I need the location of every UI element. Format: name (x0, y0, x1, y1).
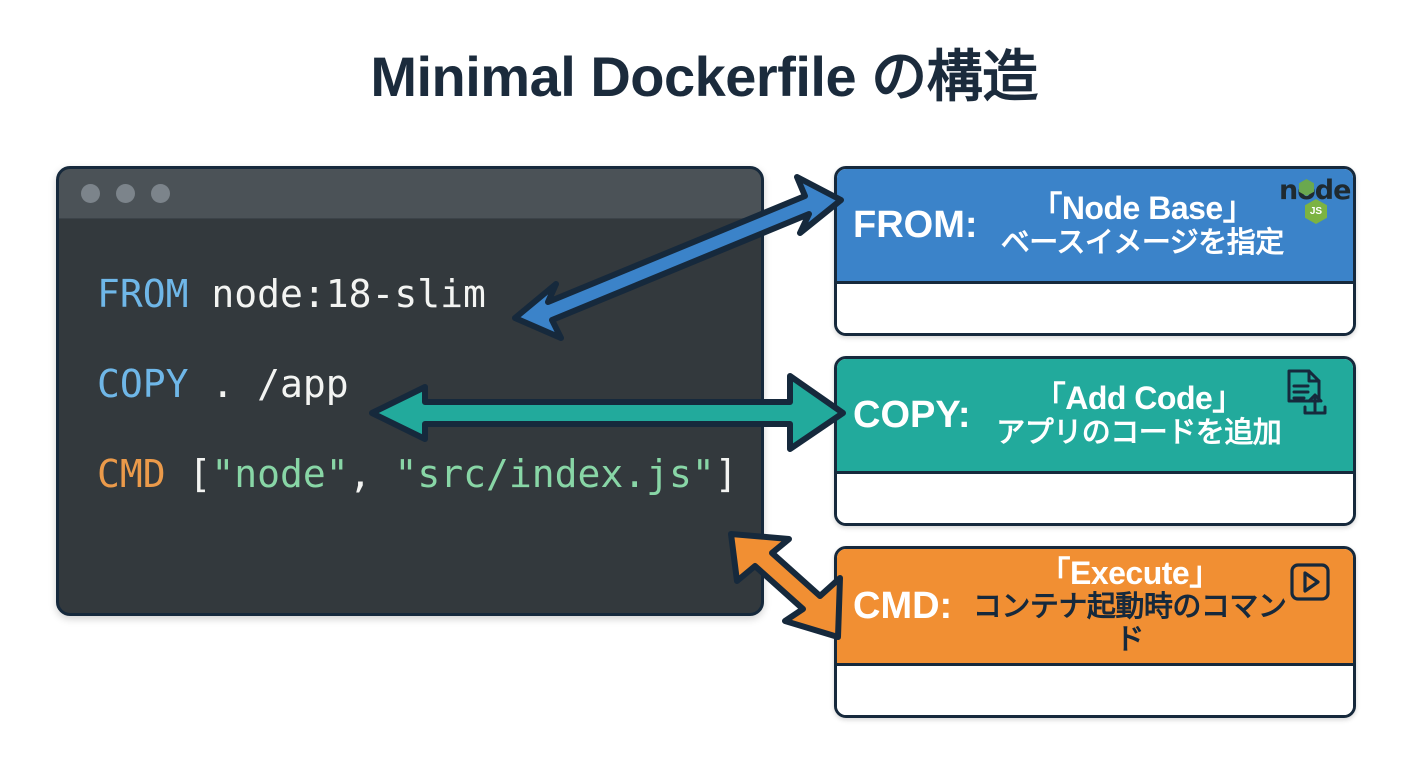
code-cmd-string-1: "node" (211, 452, 349, 496)
card-copy[interactable]: COPY: 「Add Code」 アプリのコードを追加 カレントディレクトリを/… (834, 356, 1356, 526)
terminal-code-body: FROM node:18-slim COPY . /app CMD ["node… (59, 219, 761, 493)
nodejs-hexagon-icon (1299, 179, 1314, 196)
card-from-texts: 「Node Base」 ベースイメージを指定 (988, 189, 1343, 259)
code-arg-copy: . /app (188, 362, 349, 406)
window-maximize-dot-icon[interactable] (151, 184, 170, 203)
card-cmd[interactable]: CMD: 「Execute」 コンテナ起動時のコマンド アプリを実行 (834, 546, 1356, 718)
card-copy-footer: カレントディレクトリを/appへ (837, 471, 1353, 523)
card-copy-en: 「Add Code」 (1033, 379, 1245, 416)
card-from-en: 「Node Base」 (1030, 189, 1255, 226)
nodejs-logo-icon: node JS (1279, 175, 1351, 227)
terminal-window: FROM node:18-slim COPY . /app CMD ["node… (56, 166, 764, 616)
nodejs-js-badge: JS (1305, 199, 1327, 224)
card-cmd-footer: アプリを実行 (837, 663, 1353, 715)
page-title: Minimal Dockerfile の構造 (370, 45, 1038, 108)
play-button-icon (1279, 561, 1341, 611)
code-line-copy: COPY . /app (97, 365, 761, 403)
card-copy-texts: 「Add Code」 アプリのコードを追加 (981, 379, 1343, 449)
code-arg-from: node:18-slim (188, 272, 486, 316)
card-cmd-header: CMD: 「Execute」 コンテナ起動時のコマンド (837, 549, 1353, 663)
card-from-jp: ベースイメージを指定 (1000, 226, 1284, 259)
window-close-dot-icon[interactable] (81, 184, 100, 203)
code-cmd-comma: , (348, 452, 395, 496)
window-minimize-dot-icon[interactable] (116, 184, 135, 203)
card-from-footer: Node.js環境を準備 (837, 281, 1353, 333)
code-line-from: FROM node:18-slim (97, 275, 761, 313)
code-cmd-close-bracket: ] (714, 452, 738, 496)
code-keyword-from: FROM (97, 272, 189, 316)
card-cmd-texts: 「Execute」 コンテナ起動時のコマンド (962, 554, 1343, 657)
card-cmd-jp: コンテナ起動時のコマンド (972, 591, 1287, 656)
card-cmd-en: 「Execute」 (1038, 554, 1221, 591)
code-line-cmd: CMD ["node", "src/index.js"] (97, 455, 761, 493)
card-copy-header: COPY: 「Add Code」 アプリのコードを追加 (837, 359, 1353, 471)
code-cmd-open-bracket: [ (165, 452, 212, 496)
card-from-header: FROM: 「Node Base」 ベースイメージを指定 node JS (837, 169, 1353, 281)
terminal-titlebar (59, 169, 761, 219)
document-upload-icon (1279, 367, 1341, 417)
card-from-tag: FROM: (853, 203, 978, 246)
card-cmd-tag: CMD: (853, 584, 953, 627)
card-copy-jp: アプリのコードを追加 (996, 416, 1282, 449)
code-keyword-cmd: CMD (97, 452, 166, 496)
card-from[interactable]: FROM: 「Node Base」 ベースイメージを指定 node JS Nod… (834, 166, 1356, 336)
card-copy-tag: COPY: (853, 393, 971, 436)
code-cmd-string-2: "src/index.js" (394, 452, 715, 496)
code-keyword-copy: COPY (97, 362, 189, 406)
